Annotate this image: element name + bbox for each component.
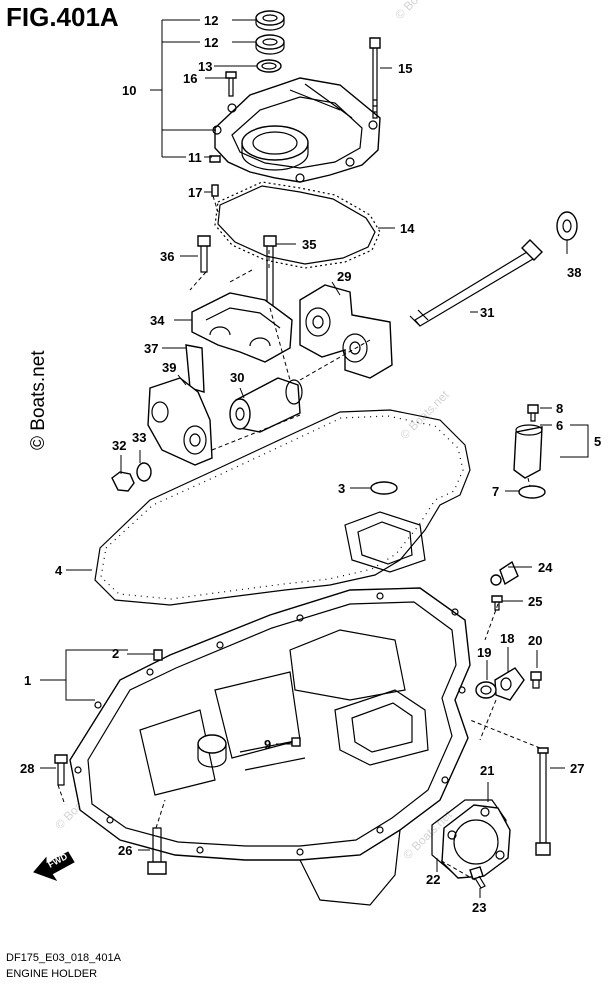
- mount-bracket-29: [299, 284, 393, 379]
- o-ring-7: [518, 485, 546, 499]
- callout-11: 11: [188, 150, 202, 165]
- oil-seal-12b: [255, 34, 285, 50]
- cover-18: [494, 667, 525, 701]
- o-ring-13: [256, 59, 282, 73]
- figure-code: DF175_E03_018_401A: [6, 952, 121, 964]
- gasket-4: [94, 409, 471, 606]
- callout-34: 34: [150, 313, 165, 328]
- long-bolt-31: [409, 239, 543, 327]
- upper-cover-assembly: [209, 10, 381, 197]
- callout-5: 5: [594, 434, 601, 449]
- upper-mount-34: [191, 292, 293, 363]
- bolt-20: [530, 671, 542, 689]
- callout-31: 31: [480, 305, 494, 320]
- callout-35: 35: [302, 237, 316, 252]
- sensor-24: [490, 560, 519, 586]
- rubber-mount-30: [229, 377, 303, 433]
- callout-6: 6: [556, 418, 563, 433]
- nut-32: [111, 471, 135, 492]
- callout-37: 37: [144, 341, 158, 356]
- callout-12b: 12: [204, 35, 218, 50]
- oil-pan-1: [69, 587, 471, 906]
- bolt-23: [469, 866, 486, 889]
- callout-36: 36: [160, 249, 174, 264]
- washer-38: [556, 211, 578, 241]
- oil-seal-12a: [255, 10, 285, 26]
- gasket-19: [475, 681, 497, 699]
- figure-name: ENGINE HOLDER: [6, 968, 98, 980]
- watermark-faint-2: © Boats.net: [397, 387, 452, 442]
- callout-39: 39: [162, 360, 176, 375]
- gasket-14: [214, 181, 381, 269]
- callout-21: 21: [480, 763, 494, 778]
- bolt-15: [369, 37, 381, 49]
- lower-bracket-39: [147, 377, 213, 466]
- plate-37: [185, 344, 205, 393]
- callout-9: 9: [264, 737, 271, 752]
- watermark-faint-1: © Boats.net: [392, 0, 447, 22]
- cover-21: [441, 804, 511, 879]
- bolt-35: [263, 235, 277, 307]
- callout-23: 23: [472, 900, 486, 915]
- callout-19: 19: [477, 645, 491, 660]
- callout-4: 4: [55, 563, 63, 578]
- callout-32: 32: [112, 438, 126, 453]
- bolt-36: [197, 235, 211, 273]
- callout-7: 7: [492, 484, 499, 499]
- o-ring-3: [370, 481, 398, 495]
- callout-38: 38: [567, 265, 581, 280]
- callout-17: 17: [188, 185, 202, 200]
- bolt-25: [491, 595, 503, 611]
- callout-16: 16: [183, 71, 197, 86]
- callout-10: 10: [122, 83, 136, 98]
- callout-18: 18: [500, 631, 514, 646]
- washer-33: [136, 462, 152, 482]
- callout-27: 27: [570, 761, 584, 776]
- water-fitting-6: [513, 404, 543, 479]
- cover-seal-housing: [241, 125, 309, 161]
- callout-12a: 12: [204, 13, 218, 28]
- bolt-28: [54, 754, 68, 786]
- callout-33: 33: [132, 430, 146, 445]
- bolt-27: [535, 747, 551, 856]
- callout-13: 13: [198, 59, 212, 74]
- callout-8: 8: [556, 401, 563, 416]
- callout-3: 3: [338, 481, 345, 496]
- callout-15: 15: [398, 61, 412, 76]
- callout-1: 1: [24, 673, 31, 688]
- callout-labels: 12 12 13 16 15 10 11 17 14 36 35 38 29 3…: [20, 13, 601, 915]
- watermark-main: © Boats.net: [28, 350, 49, 450]
- callout-20: 20: [528, 633, 542, 648]
- callout-24: 24: [538, 560, 553, 575]
- callout-14: 14: [400, 221, 415, 236]
- callout-2: 2: [112, 646, 119, 661]
- bolt-26: [147, 827, 167, 875]
- callout-26: 26: [118, 843, 132, 858]
- callout-30: 30: [230, 370, 244, 385]
- leader-lines: [40, 19, 589, 898]
- callout-29: 29: [337, 269, 351, 284]
- figure-title: FIG.401A: [6, 2, 119, 32]
- callout-22: 22: [426, 872, 440, 887]
- callout-25: 25: [528, 594, 542, 609]
- fwd-arrow: FWD: [33, 851, 75, 881]
- callout-28: 28: [20, 761, 34, 776]
- dashed-guide-lines: [57, 195, 541, 881]
